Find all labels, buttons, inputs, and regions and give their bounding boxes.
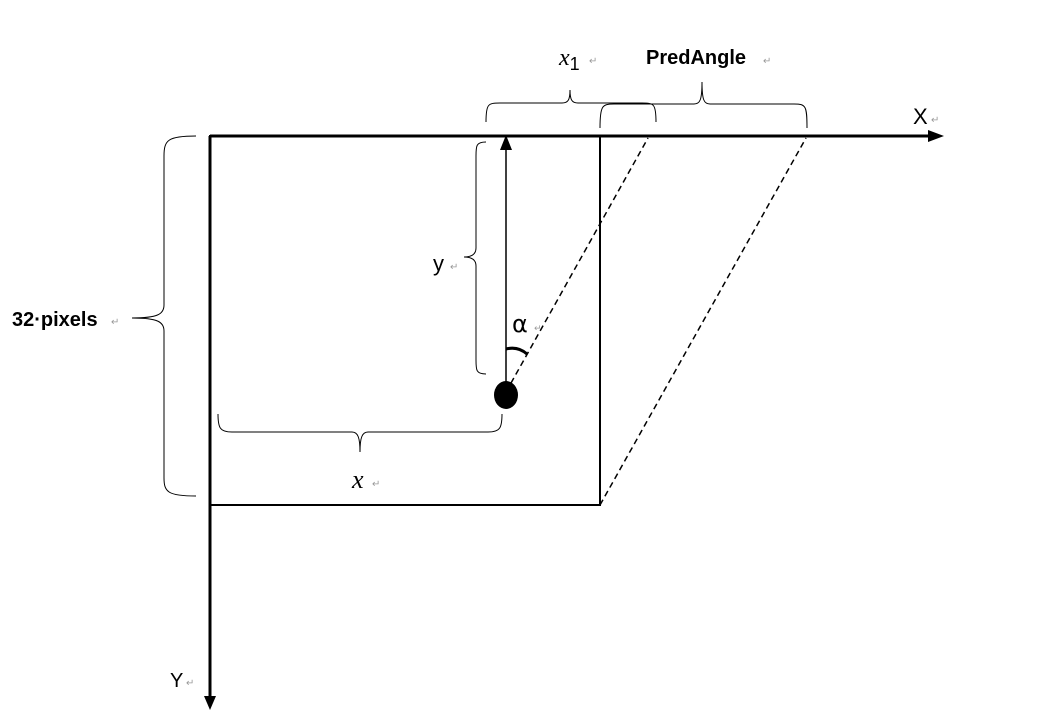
y-paragraph-mark: ↵ [450, 262, 458, 273]
x1-label-base: x [558, 45, 570, 71]
prediction-direction-line [505, 137, 649, 393]
x1-label-subscript: 1 [570, 54, 580, 74]
block-size-paragraph-mark: ↵ [111, 317, 119, 328]
current-pixel-dot [494, 381, 518, 409]
x-paragraph-mark: ↵ [372, 479, 380, 490]
x-axis-arrowhead [928, 130, 944, 142]
pred-angle-paragraph-mark: ↵ [763, 56, 771, 67]
x-axis-label: X [913, 104, 928, 129]
y-brace [463, 141, 487, 375]
alpha-angle-arc [505, 346, 528, 356]
pred-angle-label: PredAngle [646, 47, 746, 69]
block-size-brace [131, 135, 197, 497]
vertical-projection-arrowhead [500, 135, 512, 150]
y-label: y [433, 251, 444, 276]
alpha-label: α [512, 310, 528, 338]
parallel-boundary-line [599, 137, 807, 506]
pred-angle-brace [599, 81, 808, 129]
x-axis-paragraph-mark: ↵ [931, 115, 939, 126]
x1-paragraph-mark: ↵ [589, 56, 597, 67]
x1-brace [485, 89, 657, 123]
x1-label: x1 [558, 45, 580, 74]
block-size-label: 32·pixels [12, 309, 98, 331]
alpha-paragraph-mark: ↵ [534, 324, 542, 334]
y-axis-paragraph-mark: ↵ [186, 678, 194, 689]
y-axis-arrowhead [204, 696, 216, 710]
x-label: x [351, 465, 364, 494]
y-axis-label: Y [170, 670, 183, 692]
x-brace [217, 413, 503, 453]
block-square [209, 135, 601, 506]
